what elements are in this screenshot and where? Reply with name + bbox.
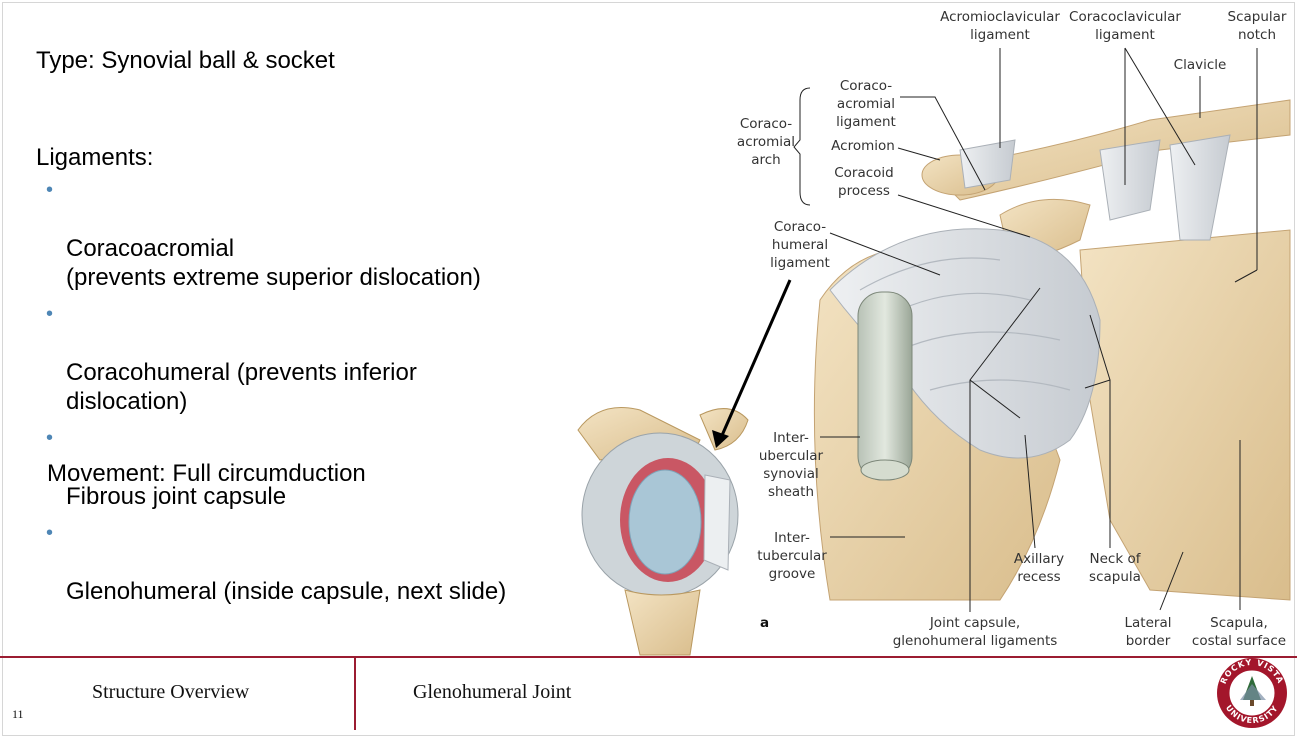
label-coracohumeral-ligament: Coraco- humeral ligament [770, 219, 830, 271]
label-lateral-border: Lateral border [1124, 615, 1172, 649]
list-item: • Coracohumeral (prevents inferior dislo… [44, 300, 604, 416]
label-clavicle: Clavicle [1173, 57, 1227, 73]
label-coraco-acromial-arch: Coraco- acromial arch [736, 116, 796, 168]
ligament-list: • Coracoacromial (prevents extreme super… [44, 176, 604, 614]
inset-scapula-neck-shape [624, 589, 701, 656]
synovial-sheath-shape [857, 291, 913, 481]
label-scapular-notch: Scapular notch [1227, 9, 1287, 43]
label-coraco-acromial-ligament: Coraco- acromial ligament [836, 78, 896, 130]
label-intertubercular-groove: Inter- tubercular groove [757, 530, 827, 582]
list-item: • Coracoacromial (prevents extreme super… [44, 176, 604, 292]
type-line: Type: Synovial ball & socket [36, 47, 335, 74]
bullet-text: Coracoacromial (prevents extreme superio… [66, 235, 481, 291]
acromioclavicular-ligament-shape [959, 139, 1016, 189]
bullet-text: Glenohumeral (inside capsule, next slide… [66, 578, 507, 605]
arrow-head-icon [712, 430, 729, 448]
label-coracoclavicular-ligament: Coracoclavicular ligament [1069, 9, 1181, 43]
label-neck-of-scapula: Neck of scapula [1089, 551, 1141, 585]
scapula-shape [1079, 229, 1291, 601]
bullet-text: Coracohumeral (prevents inferior disloca… [66, 359, 417, 415]
label-scapula-costal-surface: Scapula, costal surface [1191, 615, 1287, 649]
conoid-ligament-shape [1169, 134, 1231, 241]
label-axillary-recess: Axillary recess [1013, 551, 1065, 585]
pointer-arrow [718, 279, 792, 441]
list-item: • Glenohumeral (inside capsule, next sli… [44, 519, 604, 606]
leader-lines [793, 47, 1258, 612]
footer-section-title: Structure Overview [92, 681, 250, 703]
bullet-icon: • [46, 427, 54, 449]
page-number: 11 [12, 707, 24, 721]
glenoid-inset [577, 407, 749, 656]
bullet-icon: • [46, 179, 54, 201]
panel-letter: a [760, 615, 770, 631]
inset-glenoid-shape [628, 469, 702, 575]
label-acromion: Acromion [831, 138, 895, 154]
footer-rule [0, 656, 1297, 658]
inset-tendon-shape [703, 474, 731, 571]
label-coracoid-process: Coracoid process [834, 165, 894, 199]
movement-line: Movement: Full circumduction [47, 460, 366, 487]
bullet-icon: • [46, 303, 54, 325]
coracoclavicular-ligament-shape [1099, 139, 1161, 221]
bullet-text: Fibrous joint capsule [66, 483, 287, 510]
footer-topic-title: Glenohumeral Joint [413, 681, 572, 703]
label-joint-capsule: Joint capsule, glenohumeral ligaments [892, 615, 1058, 649]
ligaments-heading: Ligaments: [36, 144, 154, 171]
bullet-icon: • [46, 522, 54, 544]
list-item: • Fibrous joint capsule [44, 424, 604, 511]
label-intertubercular-synovial-sheath: Inter- ubercular synovial sheath [758, 430, 824, 500]
footer-divider [354, 658, 356, 730]
label-acromioclavicular-ligament: Acromioclavicular ligament [940, 9, 1060, 43]
